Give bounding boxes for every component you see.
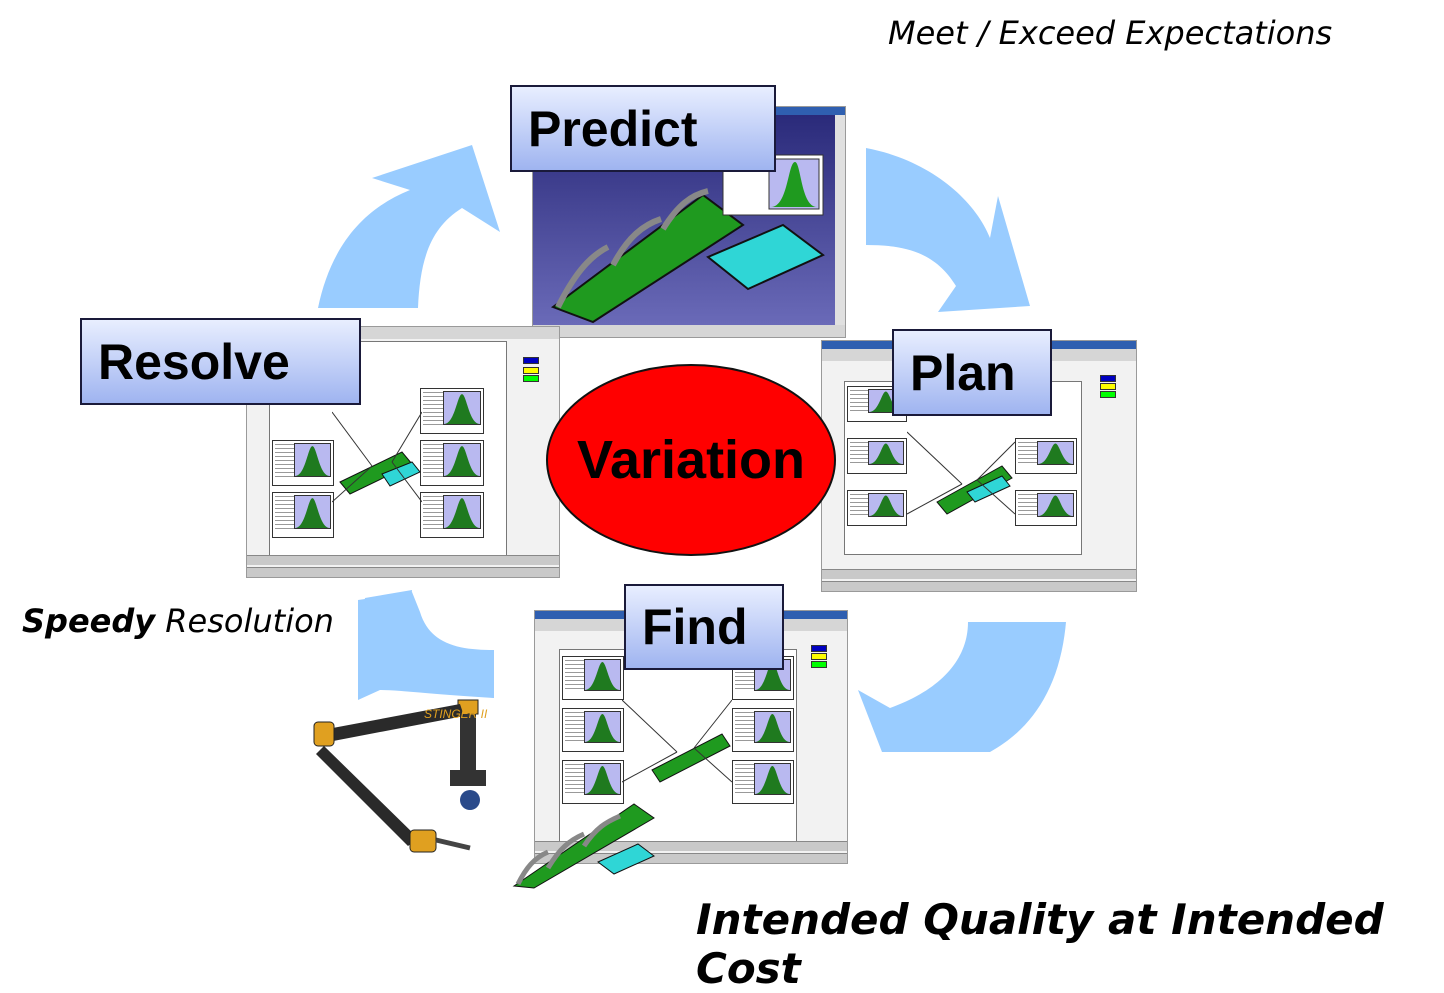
- measuring-arm-icon: STINGER II: [313, 699, 488, 853]
- find-report-page: [559, 649, 797, 847]
- sheet-metal-part-icon: [332, 411, 422, 503]
- bell-curve-histogram-icon: [272, 492, 334, 538]
- variation-label: Variation: [576, 430, 806, 490]
- bell-curve-histogram-icon: [420, 440, 484, 486]
- arrow-predict-to-plan: [866, 148, 1030, 312]
- stage-label-resolve: Resolve: [80, 318, 361, 405]
- bell-curve-histogram-icon: [420, 388, 484, 434]
- bell-curve-histogram-icon: [1015, 438, 1077, 474]
- arrow-plan-to-find: [858, 622, 1066, 752]
- plan-report-screenshot: [821, 340, 1137, 592]
- caption-resolution: Resolution: [155, 602, 334, 640]
- bell-curve-histogram-icon: [1015, 490, 1077, 526]
- bell-curve-histogram-icon: [562, 760, 624, 804]
- sheet-metal-part-icon: [907, 431, 1015, 515]
- stage-label-plan: Plan: [892, 329, 1052, 416]
- bell-curve-histogram-icon: [562, 708, 624, 752]
- caption-intended-quality: Intended Quality at Intended Cost: [696, 895, 1384, 993]
- bell-curve-histogram-icon: [420, 492, 484, 538]
- bell-curve-histogram-icon: [562, 656, 624, 700]
- sheet-metal-part-icon: [512, 803, 655, 889]
- bell-curve-histogram-icon: [732, 708, 794, 752]
- bell-curve-histogram-icon: [272, 440, 334, 486]
- find-report-screenshot: [534, 610, 848, 864]
- arrow-resolve-to-predict: [318, 145, 500, 308]
- bell-curve-histogram-icon: [732, 760, 794, 804]
- bell-curve-histogram-icon: [847, 490, 907, 526]
- variation-ellipse: [546, 364, 836, 556]
- caption-meet-exceed: Meet / Exceed Expectations: [888, 14, 1333, 52]
- svg-text:STINGER II: STINGER II: [424, 707, 488, 721]
- stage-label-find: Find: [624, 584, 784, 670]
- caption-speedy-bold: Speedy: [22, 602, 156, 640]
- bell-curve-histogram-icon: [847, 438, 907, 474]
- caption-speedy-resolution: Speedy Resolution: [22, 602, 334, 640]
- stage-label-predict: Predict: [510, 85, 776, 172]
- sheet-metal-part-icon: [622, 699, 732, 783]
